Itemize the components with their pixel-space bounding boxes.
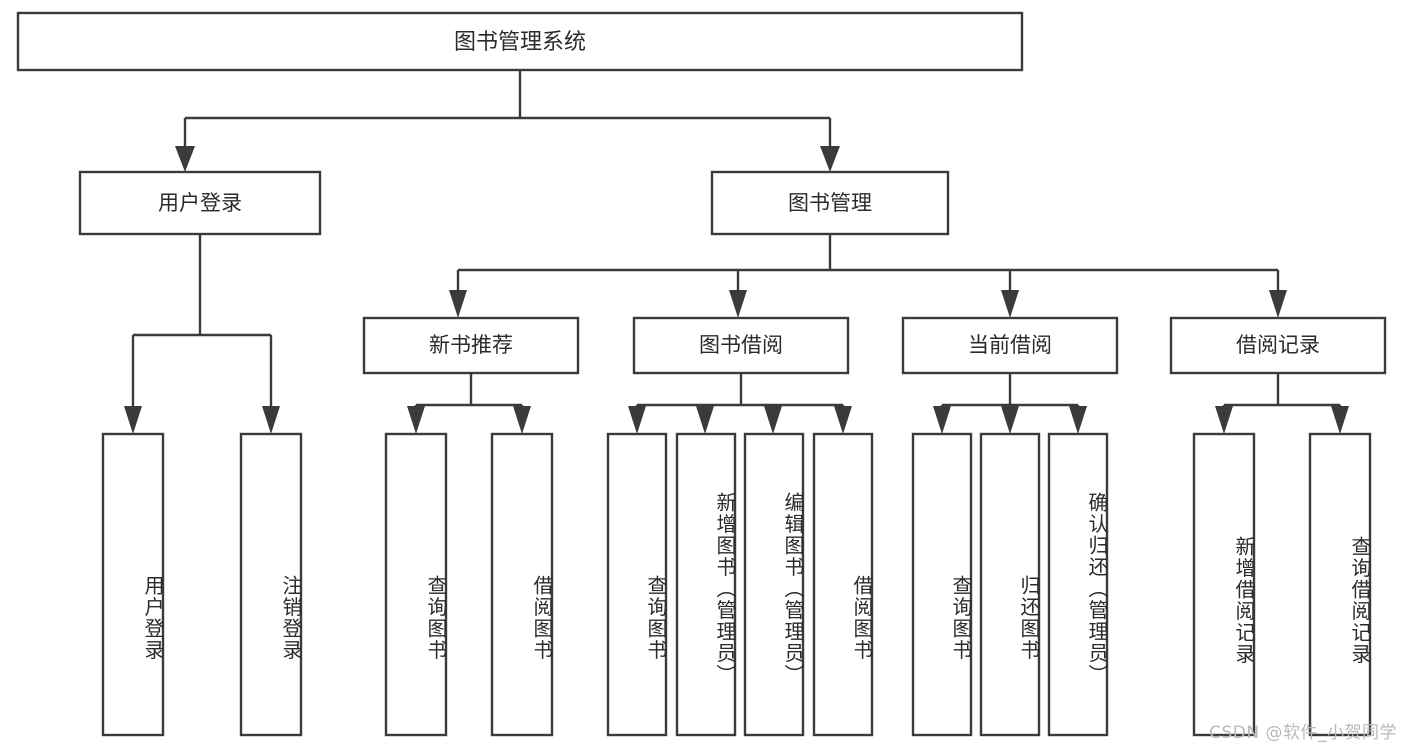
arrow-head-book-borrow	[729, 290, 747, 318]
arrow-head-leaf-confirm-return	[1069, 406, 1087, 434]
leaf-label-logout: 注销登录	[279, 575, 303, 661]
arrow-head-user-login	[175, 146, 195, 172]
arrow-head-book-manage	[820, 146, 840, 172]
leaf-box-query-record[interactable]	[1308, 432, 1372, 737]
arrow-head-leaf-borrow-book-1	[513, 406, 531, 434]
new-book-recommend-label: 新书推荐	[429, 333, 513, 357]
leaf-label-query-record: 查询借阅记录	[1348, 536, 1372, 665]
arrow-head-leaf-logout	[262, 406, 280, 434]
user-login-label: 用户登录	[158, 191, 242, 215]
book-manage-label: 图书管理	[788, 191, 872, 215]
node-book-borrow[interactable]: 图书借阅	[632, 316, 850, 375]
leaf-box-return-book[interactable]	[979, 432, 1041, 737]
node-root[interactable]: 图书管理系统	[16, 11, 1024, 72]
borrow-record-box[interactable]	[1169, 316, 1387, 375]
node-current-borrow[interactable]: 当前借阅	[901, 316, 1119, 375]
root-box[interactable]	[16, 11, 1024, 72]
new-book-recommend-box[interactable]	[362, 316, 580, 375]
csdn-watermark: CSDN @软件_小贺同学	[1209, 723, 1397, 743]
leaf-label-edit-book: 编辑图书（管理员）	[781, 492, 805, 686]
arrow-head-new-book	[449, 290, 467, 318]
arrow-head-leaf-query-book-3	[933, 406, 951, 434]
leaf-label-user-login: 用户登录	[141, 575, 165, 661]
leaf-box-user-login[interactable]	[101, 432, 165, 737]
leaf-box-confirm-return[interactable]	[1047, 432, 1109, 737]
arrow-head-current-borrow	[1001, 290, 1019, 318]
leaf-label-confirm-return: 确认归还（管理员）	[1085, 492, 1109, 686]
leaf-label-borrow-book-1: 借阅图书	[530, 575, 554, 661]
node-user-login[interactable]: 用户登录	[78, 170, 322, 236]
arrow-head-leaf-borrow-book-2	[834, 406, 852, 434]
leaf-box-query-book-1[interactable]	[384, 432, 448, 737]
leaf-box-edit-book[interactable]	[743, 432, 805, 737]
book-borrow-label: 图书借阅	[699, 333, 783, 357]
leaf-label-return-book: 归还图书	[1017, 575, 1041, 661]
leaf-label-add-record: 新增借阅记录	[1232, 536, 1256, 665]
leaf-box-query-book-2[interactable]	[606, 432, 668, 737]
arrow-head-leaf-query-book-2	[628, 406, 646, 434]
leaf-label-add-book: 新增图书（管理员）	[713, 492, 737, 686]
node-book-manage[interactable]: 图书管理	[710, 170, 950, 236]
arrow-head-leaf-user-login	[124, 406, 142, 434]
leaf-box-borrow-book-2[interactable]	[812, 432, 874, 737]
arrow-head-leaf-add-record	[1215, 406, 1233, 434]
arrow-head-leaf-return-book	[1001, 406, 1019, 434]
node-new-book-recommend[interactable]: 新书推荐	[362, 316, 580, 375]
root-label: 图书管理系统	[454, 30, 586, 55]
arrow-head-borrow-record	[1269, 290, 1287, 318]
leaf-box-borrow-book-1[interactable]	[490, 432, 554, 737]
arrow-head-leaf-query-book-1	[407, 406, 425, 434]
leaf-box-add-record[interactable]	[1192, 432, 1256, 737]
arrow-head-leaf-edit-book	[764, 406, 782, 434]
arrow-head-leaf-query-record	[1331, 406, 1349, 434]
borrow-record-label: 借阅记录	[1236, 333, 1320, 357]
leaf-label-query-book-1: 查询图书	[424, 575, 448, 661]
leaf-label-query-book-2: 查询图书	[644, 575, 668, 661]
current-borrow-label: 当前借阅	[968, 333, 1052, 357]
node-borrow-record[interactable]: 借阅记录	[1169, 316, 1387, 375]
leaf-box-add-book[interactable]	[675, 432, 737, 737]
leaf-box-query-book-3[interactable]	[911, 432, 973, 737]
leaf-box-logout[interactable]	[239, 432, 303, 737]
current-borrow-box[interactable]	[901, 316, 1119, 375]
leaf-label-borrow-book-2: 借阅图书	[850, 575, 874, 661]
leaf-label-query-book-3: 查询图书	[949, 575, 973, 661]
arrow-head-leaf-add-book	[696, 406, 714, 434]
